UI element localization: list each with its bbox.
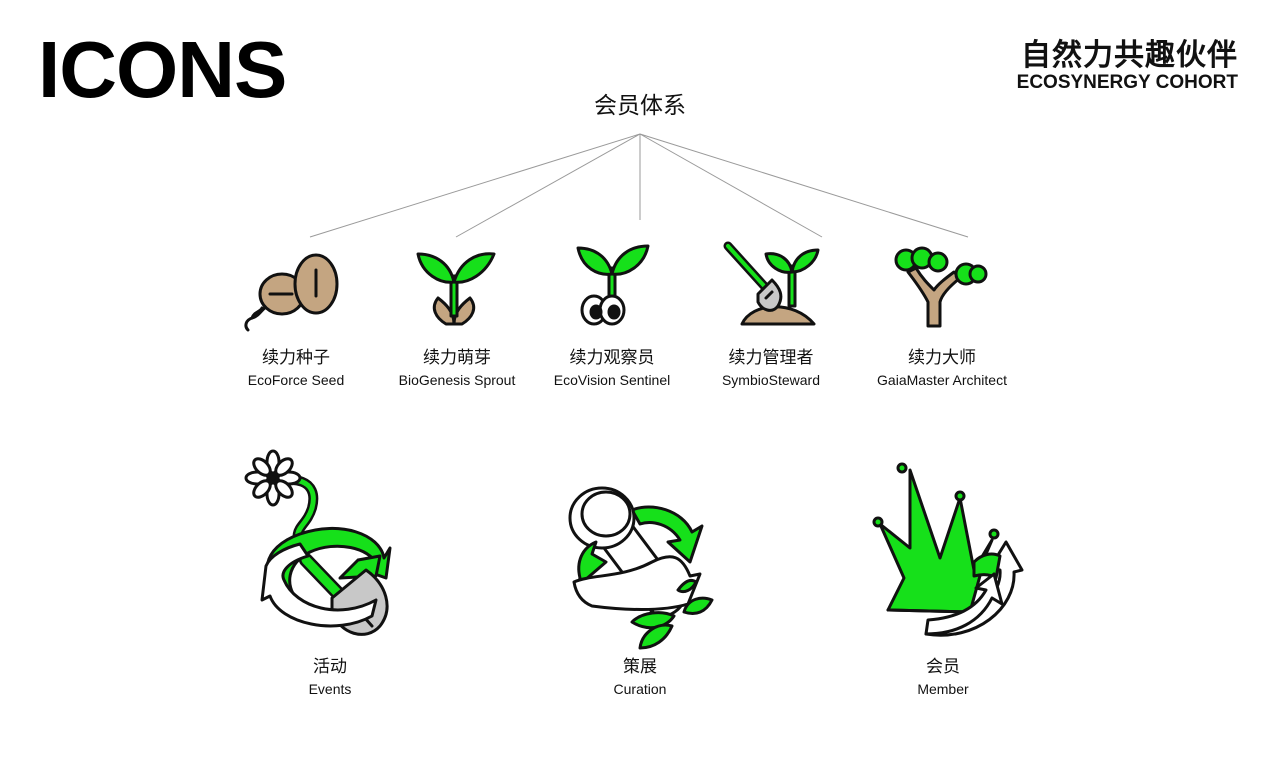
level-label-en: BioGenesis Sprout [398, 372, 516, 388]
sprout-icon [416, 252, 496, 326]
level-label-sprout: 续力萌芽 BioGenesis Sprout [357, 347, 557, 389]
brand-name-en: ECOSYNERGY COHORT [1016, 72, 1238, 93]
level-label-seed: 续力种子 EcoForce Seed [196, 347, 396, 389]
level-label-steward: 续力管理者 SymbioSteward [671, 347, 871, 389]
level-label-cn: 续力大师 [908, 348, 976, 368]
feature-label-events: 活动 Events [230, 656, 430, 698]
level-label-cn: 续力观察员 [569, 348, 655, 368]
level-label-architect: 续力大师 GaiaMaster Architect [842, 347, 1042, 389]
shovel-sprout-icon [723, 241, 820, 326]
crown-ribbon-icon [872, 462, 1024, 637]
flower-shovel-ribbon-icon [244, 449, 392, 636]
level-label-en: EcoForce Seed [247, 372, 345, 388]
feature-label-curation: 策展 Curation [540, 656, 740, 698]
cylinder-ribbon-icon [568, 486, 714, 650]
seed-icon [244, 253, 339, 332]
feature-label-cn: 活动 [313, 657, 347, 677]
connector-line [639, 133, 823, 238]
brand-name-cn: 自然力共趣伙伴 [1021, 38, 1238, 73]
tree-icon [894, 246, 988, 328]
connector-line [309, 133, 641, 238]
hierarchy-root-label: 会员体系 [594, 93, 686, 119]
level-label-en: SymbioSteward [721, 372, 821, 388]
feature-label-en: Events [308, 681, 352, 697]
page-title: ICONS [38, 25, 287, 114]
feature-label-en: Curation [613, 681, 667, 697]
feature-label-en: Member [917, 681, 969, 697]
level-label-cn: 续力管理者 [728, 348, 814, 368]
sprout-eyes-icon [576, 244, 650, 326]
level-label-sentinel: 续力观察员 EcoVision Sentinel [512, 347, 712, 389]
level-label-cn: 续力种子 [262, 348, 330, 368]
level-label-cn: 续力萌芽 [423, 348, 491, 368]
connector-line [455, 133, 641, 238]
connector-line [639, 133, 969, 238]
feature-label-cn: 策展 [623, 657, 657, 677]
feature-label-cn: 会员 [926, 657, 960, 677]
feature-label-member: 会员 Member [843, 656, 1043, 698]
level-label-en: EcoVision Sentinel [553, 372, 671, 388]
level-label-en: GaiaMaster Architect [877, 372, 1007, 388]
